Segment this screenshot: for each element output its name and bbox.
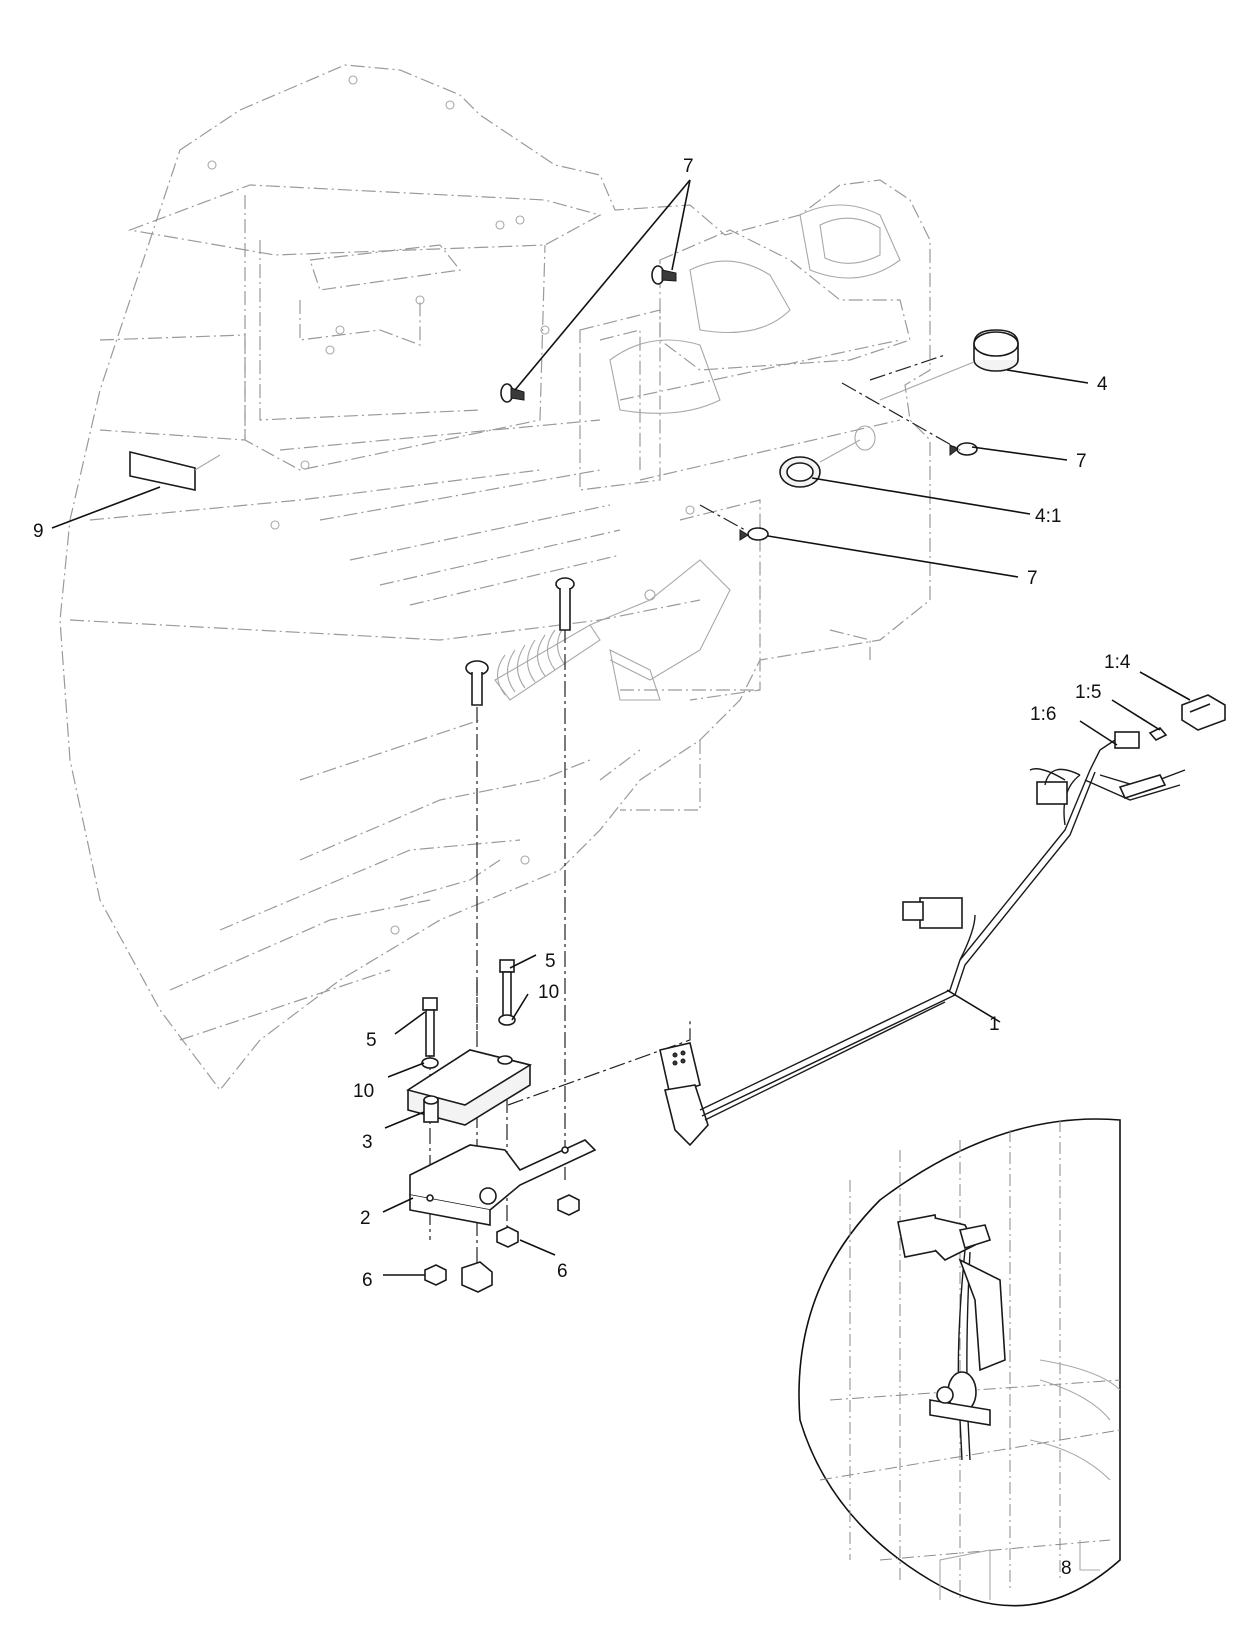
callout-labels: 7 4 7 4:1 7 9 1:4 1:5 1:6 1 5 10 5 10 3 … bbox=[33, 156, 1131, 1579]
part-3-module bbox=[406, 1049, 533, 1126]
part-1-4-connector bbox=[1181, 694, 1226, 731]
bolt-left bbox=[422, 997, 438, 1057]
callout-1-5: 1:5 bbox=[1075, 682, 1101, 703]
callout-3: 3 bbox=[362, 1132, 373, 1153]
part-4-1-ring bbox=[779, 425, 876, 488]
part-1-5-terminal bbox=[1148, 727, 1168, 741]
callout-1-4: 1:4 bbox=[1104, 652, 1131, 673]
rivet-right bbox=[949, 442, 978, 456]
callout-1: 1 bbox=[989, 1014, 1000, 1035]
rivet-middle bbox=[500, 383, 525, 403]
part-4-cap bbox=[879, 329, 1019, 401]
callout-7-right-lower: 7 bbox=[1027, 568, 1038, 589]
part-9-decal bbox=[129, 450, 221, 491]
part-7-rivets bbox=[500, 265, 978, 541]
part-2-bracket bbox=[409, 1139, 597, 1226]
rivet-lower bbox=[739, 527, 769, 541]
callout-4-1: 4:1 bbox=[1035, 506, 1061, 527]
part-5-bolts bbox=[422, 959, 515, 1057]
callout-6-left: 6 bbox=[362, 1270, 373, 1291]
callout-6-right: 6 bbox=[557, 1261, 568, 1282]
callout-2: 2 bbox=[360, 1208, 371, 1229]
callout-4: 4 bbox=[1097, 374, 1108, 395]
machine-body-ghost bbox=[59, 64, 931, 1091]
control-lever bbox=[494, 559, 731, 701]
pins bbox=[465, 577, 575, 706]
body-holes bbox=[207, 75, 695, 935]
callout-10-left: 10 bbox=[353, 1081, 374, 1102]
part-1-harness bbox=[659, 731, 1186, 1147]
callout-5-left: 5 bbox=[366, 1030, 377, 1051]
detail-view bbox=[798, 1118, 1121, 1607]
callout-1-6: 1:6 bbox=[1030, 704, 1056, 725]
bolt-right bbox=[499, 959, 515, 1019]
callout-8: 8 bbox=[1061, 1558, 1072, 1579]
callout-9: 9 bbox=[33, 521, 44, 542]
callout-7-right-upper: 7 bbox=[1076, 451, 1087, 472]
callout-5-right: 5 bbox=[545, 951, 556, 972]
console-handle-slot bbox=[609, 204, 901, 414]
part-6-nuts bbox=[424, 1194, 580, 1293]
rivet-upper bbox=[651, 265, 677, 285]
callout-10-right: 10 bbox=[538, 982, 559, 1003]
callout-7-top: 7 bbox=[683, 156, 694, 177]
